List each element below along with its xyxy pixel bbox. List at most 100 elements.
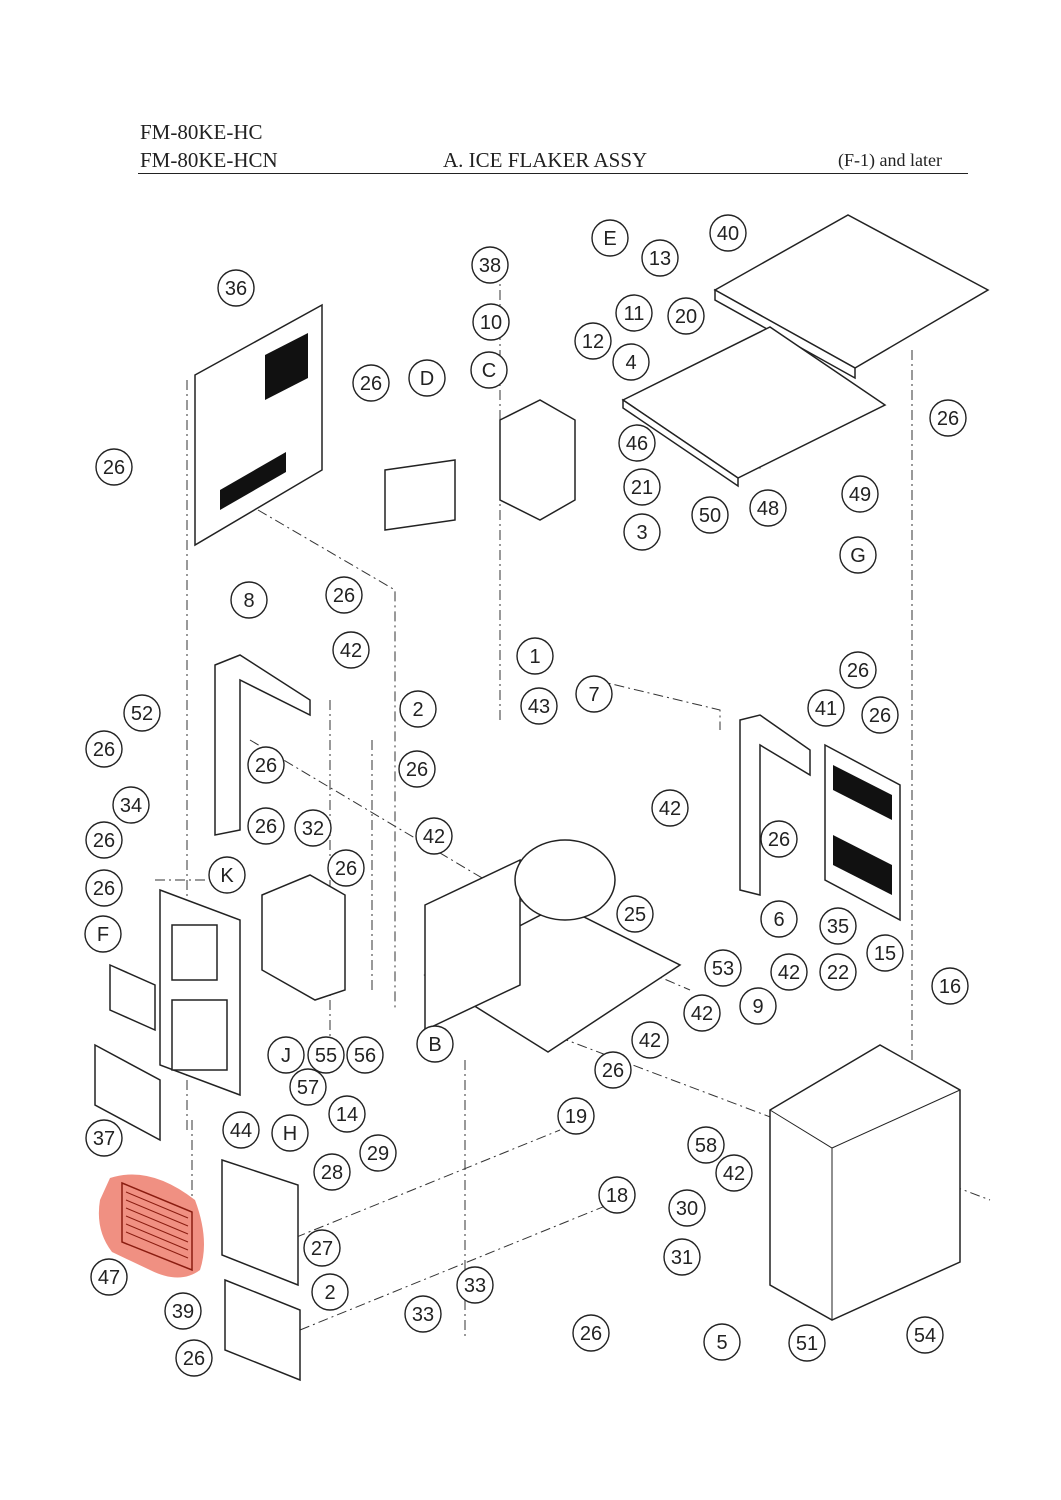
callout-circle — [313, 1153, 351, 1191]
callout-26: 26 — [839, 651, 877, 689]
filter-frame-F — [109, 963, 156, 1032]
callout-2: 2 — [399, 690, 437, 728]
callout-31: 31 — [663, 1238, 701, 1276]
callout-label: 42 — [340, 640, 362, 662]
callout-13: 13 — [641, 239, 679, 277]
callout-circle — [84, 915, 122, 953]
callout-circle — [683, 994, 721, 1032]
callout-circle — [123, 694, 161, 732]
rear-panel-36 — [194, 303, 323, 547]
top-panel-40 — [713, 214, 990, 380]
callout-label: 26 — [93, 739, 115, 761]
callout-label: 33 — [412, 1304, 434, 1326]
callout-label: H — [283, 1123, 297, 1145]
callout-29: 29 — [359, 1134, 397, 1172]
callout-circle — [112, 786, 150, 824]
callout-11: 11 — [615, 294, 653, 332]
callout-label: 46 — [626, 433, 648, 455]
callout-label: 1 — [529, 646, 540, 668]
callout-circle — [307, 1036, 345, 1074]
callout-label: 26 — [255, 755, 277, 777]
callout-14: 14 — [328, 1095, 366, 1133]
callout-circle — [325, 576, 363, 614]
callout-circle — [408, 359, 446, 397]
callout-58: 58 — [687, 1126, 725, 1164]
callout-label: 15 — [874, 943, 896, 965]
panel-39 — [224, 1278, 301, 1382]
callout-label: 40 — [717, 223, 739, 245]
callout-label: 42 — [639, 1030, 661, 1052]
callout-44: 44 — [222, 1111, 260, 1149]
callout-circle — [618, 424, 656, 462]
callout-54: 54 — [906, 1316, 944, 1354]
callout-circle — [352, 364, 390, 402]
louver-47-highlighted — [98, 1174, 204, 1278]
callout-26: 26 — [325, 576, 363, 614]
callout-label: 54 — [914, 1325, 936, 1347]
callout-label: 26 — [360, 373, 382, 395]
callout-26: 26 — [572, 1314, 610, 1352]
callout-label: 52 — [131, 703, 153, 725]
callout-39: 39 — [164, 1292, 202, 1330]
callout-circle — [359, 1134, 397, 1172]
callout-label: B — [428, 1034, 441, 1056]
front-panel-44 — [159, 888, 241, 1097]
callout-37: 37 — [85, 1119, 123, 1157]
callout-label: 4 — [625, 352, 636, 374]
callout-26: 26 — [95, 448, 133, 486]
callout-circle — [346, 1036, 384, 1074]
callout-41: 41 — [807, 689, 845, 727]
callout-label: 36 — [225, 278, 247, 300]
cabinet-5 — [769, 1044, 961, 1321]
callout-label: 20 — [675, 306, 697, 328]
callout-circle — [332, 631, 370, 669]
callout-circle — [715, 1154, 753, 1192]
callout-12: 12 — [574, 322, 612, 360]
callout-f: F — [84, 915, 122, 953]
filter-37 — [94, 1043, 161, 1142]
top-cover-20 — [621, 326, 887, 488]
callout-circle — [471, 246, 509, 284]
callout-label: 7 — [588, 684, 599, 706]
callout-label: 26 — [93, 878, 115, 900]
callout-label: 18 — [606, 1185, 628, 1207]
header-rule — [138, 173, 968, 174]
callout-3: 3 — [623, 513, 661, 551]
callout-circle — [208, 856, 246, 894]
callout-label: 26 — [602, 1060, 624, 1082]
callout-label: 44 — [230, 1120, 252, 1142]
callout-label: 33 — [464, 1275, 486, 1297]
callout-circle — [641, 239, 679, 277]
callout-label: 26 — [333, 585, 355, 607]
callout-15: 15 — [866, 934, 904, 972]
callout-label: C — [482, 360, 496, 382]
callout-4: 4 — [612, 343, 650, 381]
callout-35: 35 — [819, 907, 857, 945]
callout-label: 3 — [636, 522, 647, 544]
callout-circle — [691, 496, 729, 534]
callout-circle — [95, 448, 133, 486]
callout-label: 6 — [773, 909, 784, 931]
callout-label: E — [603, 228, 616, 250]
callout-circle — [398, 750, 436, 788]
callout-j: J — [267, 1036, 305, 1074]
callout-label: 2 — [412, 699, 423, 721]
callout-circle — [739, 987, 777, 1025]
callout-circle — [594, 1051, 632, 1089]
callout-26: 26 — [352, 364, 390, 402]
callout-label: 56 — [354, 1045, 376, 1067]
callout-18: 18 — [598, 1176, 636, 1214]
callout-42: 42 — [332, 631, 370, 669]
callout-label: 31 — [671, 1247, 693, 1269]
callout-circle — [85, 869, 123, 907]
callout-circle — [623, 513, 661, 551]
callout-38: 38 — [471, 246, 509, 284]
callout-circle — [839, 536, 877, 574]
callout-label: 10 — [480, 312, 502, 334]
callout-label: 26 — [183, 1348, 205, 1370]
callout-30: 30 — [668, 1189, 706, 1227]
callout-56: 56 — [346, 1036, 384, 1074]
callout-circle — [415, 817, 453, 855]
side-panel-35 — [824, 743, 901, 922]
